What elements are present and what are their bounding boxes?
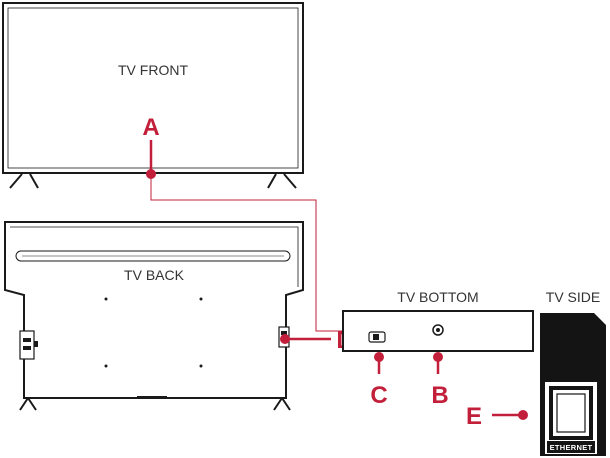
front-to-bottom-connector: [150, 174, 343, 332]
tv-front-label: TV FRONT: [118, 62, 188, 78]
tv-back-screw-holes: [104, 297, 203, 368]
callout-e: E: [466, 403, 482, 430]
callout-b: B: [431, 382, 448, 409]
tv-front-right-foot: [267, 173, 297, 189]
tv-back-label: TV BACK: [124, 267, 185, 283]
tv-back-outline: [4, 221, 304, 399]
tv-front-screen: [7, 7, 299, 169]
tv-back-right-foot: [273, 397, 291, 411]
ethernet-port: ETHERNET: [545, 382, 597, 454]
tv-back-left-port-bay: [19, 330, 38, 360]
tv-front-view: TV FRONT A: [2, 2, 304, 189]
callout-d-dot: [280, 334, 290, 344]
power-switch: [368, 331, 386, 343]
tv-side-view: TV SIDE ETHERNET E: [466, 289, 606, 456]
tv-back-left-foot: [19, 397, 37, 411]
bottom-jack: [432, 324, 444, 336]
tv-front-left-foot: [9, 173, 39, 189]
tv-bottom-label: TV BOTTOM: [397, 289, 478, 305]
tv-back-inner-outline: [10, 226, 299, 287]
callout-e-dot: [518, 410, 528, 420]
ethernet-port-label: ETHERNET: [550, 443, 593, 452]
tv-side-label: TV SIDE: [546, 289, 600, 305]
tv-back-stand-bar: [137, 396, 167, 399]
callout-a: A: [142, 114, 159, 141]
tv-bottom-view: TV BOTTOM C B: [342, 289, 534, 409]
callout-c: C: [370, 382, 387, 409]
tv-back-view: TV BACK D: [4, 221, 354, 411]
